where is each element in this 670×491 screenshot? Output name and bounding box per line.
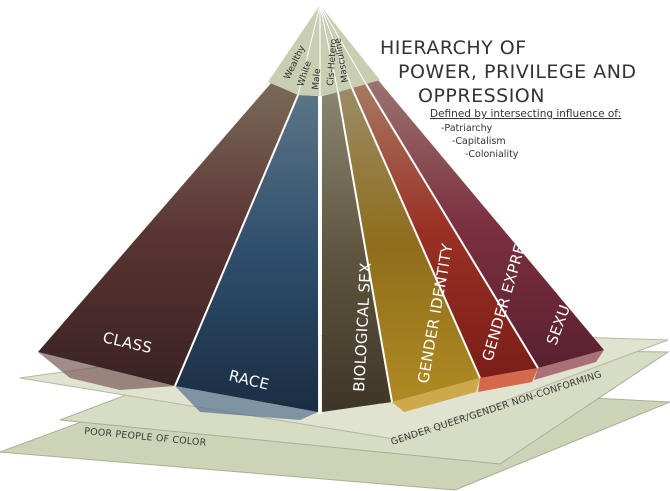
face-gender-expression	[352, 84, 538, 378]
face-biological-sex	[322, 92, 392, 412]
edge-line	[319, 4, 353, 89]
shadow-gid	[392, 378, 480, 412]
title-line-2: POWER, PRIVILEGE AND	[398, 61, 637, 83]
base-shadows	[38, 350, 604, 420]
pyramid-faces	[38, 80, 604, 414]
edge-line	[297, 4, 321, 96]
face-class	[38, 82, 298, 386]
shadow-gex	[478, 368, 538, 392]
shadow-race	[175, 386, 318, 420]
edge-line	[174, 94, 299, 387]
title-line-1: HIERARCHY OF	[380, 37, 527, 59]
edge-line	[319, 4, 367, 85]
shadow-class	[38, 352, 175, 390]
title-block: HIERARCHY OF POWER, PRIVILEGE AND OPPRES…	[380, 37, 637, 107]
title-line-3: OPPRESSION	[418, 85, 545, 107]
face-gender-identity	[338, 88, 480, 402]
edge-line	[337, 91, 393, 403]
edge-line	[351, 87, 481, 379]
edge-line	[365, 83, 539, 369]
shadow-sex	[534, 350, 604, 380]
apex-label-cis-hetero: Cis-Hetero	[326, 38, 339, 86]
edge-line	[319, 4, 339, 93]
apex-cap	[268, 5, 380, 96]
definition-block: Defined by intersecting influence of: -P…	[430, 108, 621, 160]
definition-item-coloniality: -Coloniality	[465, 149, 519, 160]
pyramid-apex: Wealthy White Male Cis-Hetero Masculine	[268, 4, 380, 96]
face-race	[175, 95, 318, 412]
definition-item-patriarchy: -Patriarchy	[441, 123, 493, 134]
face-sexual-orientation	[366, 80, 604, 368]
definition-item-capitalism: -Capitalism	[452, 136, 506, 147]
apex-label-male: Male	[311, 68, 323, 91]
definition-heading: Defined by intersecting influence of:	[430, 108, 621, 120]
